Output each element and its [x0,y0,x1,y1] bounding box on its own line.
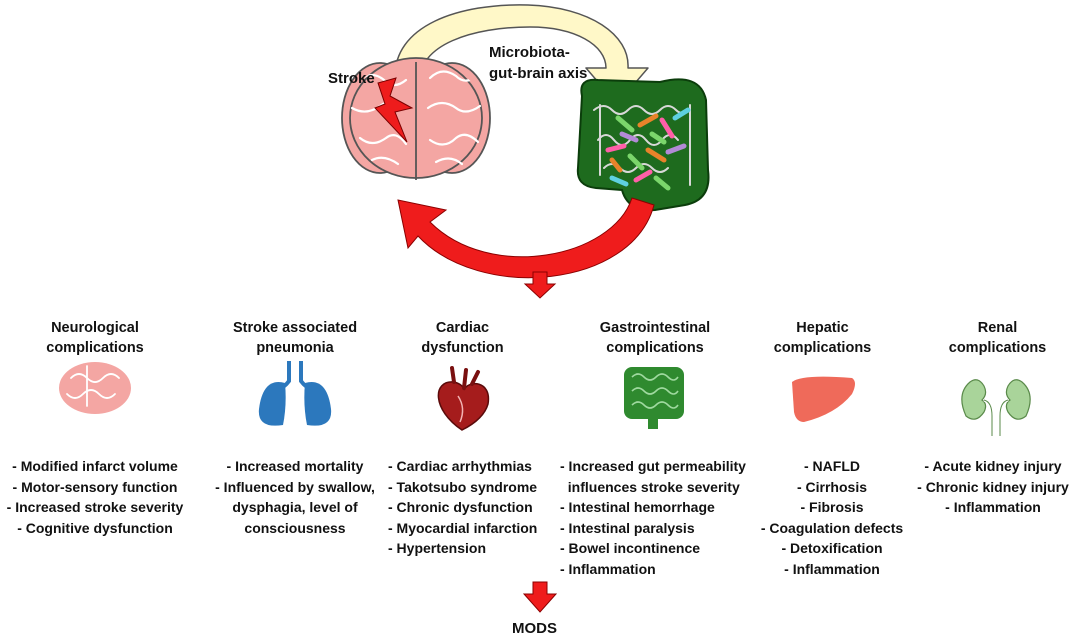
mods-label: MODS [512,620,557,637]
list-item: - Intestinal hemorrhage [560,499,715,515]
list-item: - Cirrhosis [796,478,867,495]
list-item: - Detoxification [781,540,883,556]
list-item: - Increased stroke severity [6,499,184,515]
list-item: - Intestinal paralysis [560,519,695,536]
column-hepatic: Hepatic complications [760,318,885,358]
column-cardiac: Cardiac dysfunction [395,318,530,358]
microbiota-gut-brain-axis-label: Microbiota- gut-brain axis [489,44,588,82]
down-arrow-small [523,271,557,299]
pneumonia-items: - Increased mortality - Influenced by sw… [205,456,385,538]
column-renal: Renal complications [930,318,1065,358]
list-item: influences stroke severity [560,478,740,495]
list-item: - Modified infarct volume [12,458,178,474]
cardiac-items: - Cardiac arrhythmias - Takotsubo syndro… [388,456,553,559]
list-item: - Coagulation defects [760,519,904,536]
stroke-label: Stroke [328,70,375,87]
lungs-icon [258,361,332,426]
list-item: consciousness [244,519,346,536]
column-title: Renal complications [948,320,1047,356]
list-item: - Acute kidney injury [924,458,1062,474]
list-item: - Chronic dysfunction [388,499,533,515]
intestine-icon [624,367,684,429]
list-item: - Inflammation [945,499,1041,515]
column-title: Gastrointestinal complications [599,320,711,356]
list-item: - Inflammation [784,560,880,577]
list-item: - Takotsubo syndrome [388,478,538,495]
list-item: - Cardiac arrhythmias [388,458,532,474]
gut-microbiota-illustration [576,78,710,212]
column-title: Hepatic complications [773,320,872,356]
brain-icon [59,362,131,414]
liver-icon [792,376,855,422]
column-title: Cardiac dysfunction [421,320,504,356]
list-item: - Increased gut permeability [560,458,746,474]
list-item: - Motor-sensory function [12,478,178,495]
mods-arrow [522,581,558,613]
list-item: - Fibrosis [800,499,864,515]
neurological-items: - Modified infarct volume - Motor-sensor… [0,456,190,538]
list-item: - Inflammation [560,560,656,577]
column-title: Neurological complications [46,320,144,356]
list-item: - Hypertension [388,540,487,556]
list-item: - Myocardial infarction [388,519,538,536]
column-pneumonia: Stroke associated pneumonia [210,318,380,358]
kidneys-icon [961,379,1031,436]
list-item: - Cognitive dysfunction [17,519,173,536]
list-item: dysphagia, level of [232,499,358,515]
list-item: - Bowel incontinence [560,540,701,556]
red-arrow [397,197,655,299]
lightning-bolt-icon [374,77,414,143]
column-neurological: Neurological complications [10,318,180,358]
gastrointestinal-items: - Increased gut permeability influences … [560,456,755,579]
column-title: Stroke associated pneumonia [232,320,358,356]
list-item: - Influenced by swallow, [215,478,375,495]
brain-illustration [341,57,491,180]
renal-items: - Acute kidney injury - Chronic kidney i… [912,456,1074,518]
list-item: - NAFLD [804,458,860,474]
hepatic-items: - NAFLD - Cirrhosis - Fibrosis - Coagula… [752,456,912,579]
list-item: - Chronic kidney injury [917,478,1069,495]
list-item: - Increased mortality [226,458,364,474]
heart-icon [437,366,490,431]
column-gastrointestinal: Gastrointestinal complications [570,318,740,358]
